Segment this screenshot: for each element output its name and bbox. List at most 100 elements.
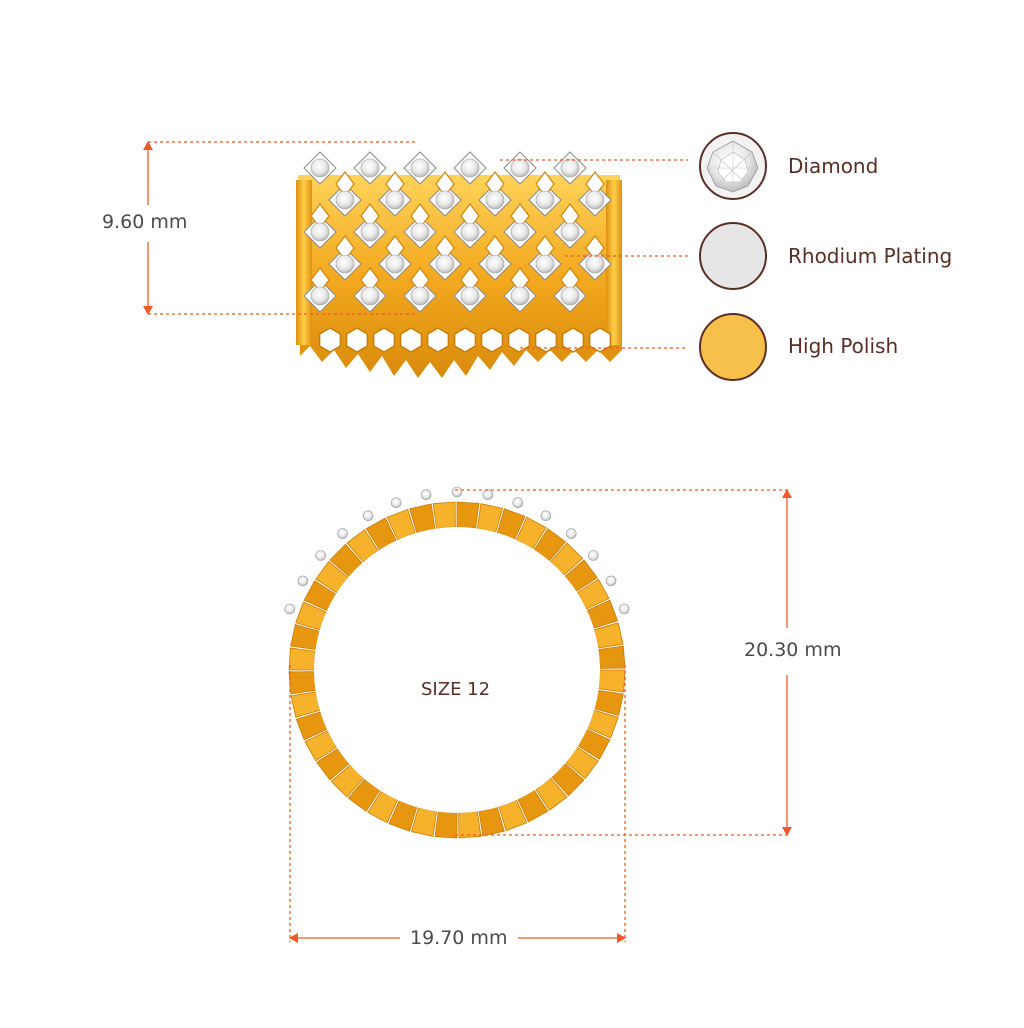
- diamond-stone: [510, 158, 530, 178]
- gold-swatch-icon: [699, 313, 767, 381]
- openwork-hole: [453, 327, 477, 353]
- band-segment: [576, 578, 610, 610]
- diamond-swatch-icon: [699, 132, 767, 200]
- ring-top-diamonds: [284, 486, 630, 615]
- diamond-stone: [482, 489, 494, 501]
- dimension-lines: [143, 141, 792, 943]
- openwork-hole: [345, 327, 369, 353]
- legend-label-rhodium: Rhodium Plating: [788, 244, 953, 268]
- diamond-stone: [618, 603, 630, 615]
- diamond-stone: [510, 286, 530, 306]
- diamond-stone: [335, 254, 355, 274]
- diamond-stone: [385, 254, 405, 274]
- inner-height-arrowhead-top: [782, 489, 792, 498]
- diamond-stone: [410, 222, 430, 242]
- diamond-stone: [585, 190, 605, 210]
- diamond-stone: [485, 190, 505, 210]
- diamond-stone: [360, 286, 380, 306]
- band-segment: [410, 807, 438, 837]
- diamond-stone: [451, 486, 463, 498]
- inner-width-dimension-label: 19.70 mm: [410, 927, 508, 949]
- diamond-stone: [337, 528, 349, 539]
- band-segment: [290, 691, 321, 718]
- diamond-stone: [310, 286, 330, 306]
- diamond-stone: [560, 286, 580, 306]
- openwork-hex-row: [318, 327, 612, 353]
- openwork-hole: [507, 327, 531, 353]
- legend-label-polish: High Polish: [788, 334, 899, 358]
- band-segment: [598, 645, 626, 669]
- band-segment: [458, 811, 482, 839]
- diamond-stone: [284, 603, 296, 615]
- diamond-stone: [540, 510, 552, 522]
- inner-height-arrowhead-bottom: [782, 827, 792, 836]
- diamond-stone: [460, 158, 480, 178]
- ring-inner-opening: [314, 527, 600, 813]
- band-segment: [288, 671, 316, 695]
- inner-width-arrowhead-right: [617, 933, 626, 943]
- band-segment: [330, 764, 364, 798]
- diamond-stone: [585, 254, 605, 274]
- band-segment: [432, 501, 456, 529]
- openwork-hole: [480, 327, 504, 353]
- band-segment: [316, 748, 350, 781]
- band-segment: [551, 763, 585, 797]
- rhodium-swatch-icon: [699, 222, 767, 290]
- height-arrowhead-bottom: [143, 306, 153, 315]
- diamond-stone: [310, 222, 330, 242]
- openwork-hole: [318, 327, 342, 353]
- band-segment: [476, 503, 504, 533]
- height-arrowhead-top: [143, 141, 153, 150]
- band-segment: [367, 790, 399, 824]
- diamond-stone: [460, 286, 480, 306]
- band-segment: [564, 559, 598, 592]
- band-segment: [594, 689, 624, 717]
- openwork-hole: [426, 327, 450, 353]
- diamond-stone: [510, 222, 530, 242]
- diamond-stone: [485, 254, 505, 274]
- band-segment: [346, 529, 379, 563]
- diamond-stone: [410, 286, 430, 306]
- diamond-stone: [335, 190, 355, 210]
- band-segment: [456, 501, 480, 529]
- diamond-stone: [385, 190, 405, 210]
- band-segment: [598, 669, 626, 693]
- band-segment: [409, 503, 436, 534]
- diamond-stone: [605, 575, 617, 587]
- diamond-stone: [535, 190, 555, 210]
- openwork-hole: [561, 327, 585, 353]
- band-segment: [478, 806, 505, 837]
- diamond-stone: [535, 254, 555, 274]
- ring-right-edge: [606, 180, 622, 345]
- ring-side-view: [284, 486, 630, 839]
- diamond-stone: [565, 528, 577, 539]
- ring-band-segments: [288, 501, 626, 839]
- diamond-stone: [362, 510, 374, 522]
- diamond-stone: [512, 497, 524, 509]
- diamond-stone: [420, 489, 432, 501]
- diamond-stone: [435, 190, 455, 210]
- openwork-hole: [588, 327, 612, 353]
- material-legend: [699, 132, 767, 381]
- diamond-stone: [560, 158, 580, 178]
- band-segment: [434, 811, 458, 839]
- band-segment: [535, 777, 568, 811]
- inner-width-arrowhead-left: [289, 933, 298, 943]
- diamond-stone: [390, 497, 402, 509]
- diamond-stone: [315, 550, 327, 561]
- band-segment: [290, 623, 320, 651]
- openwork-hole: [534, 327, 558, 353]
- band-segment: [303, 580, 337, 612]
- diamond-stone: [587, 550, 599, 561]
- band-segment: [517, 789, 549, 823]
- openwork-hole: [372, 327, 396, 353]
- legend-label-diamond: Diamond: [788, 154, 879, 178]
- diamond-stone: [360, 222, 380, 242]
- diamond-stone: [310, 158, 330, 178]
- band-segment: [593, 622, 624, 649]
- openwork-hole: [399, 327, 423, 353]
- band-segment: [329, 543, 363, 577]
- ring-front-view: [296, 151, 622, 378]
- band-segment: [550, 542, 584, 576]
